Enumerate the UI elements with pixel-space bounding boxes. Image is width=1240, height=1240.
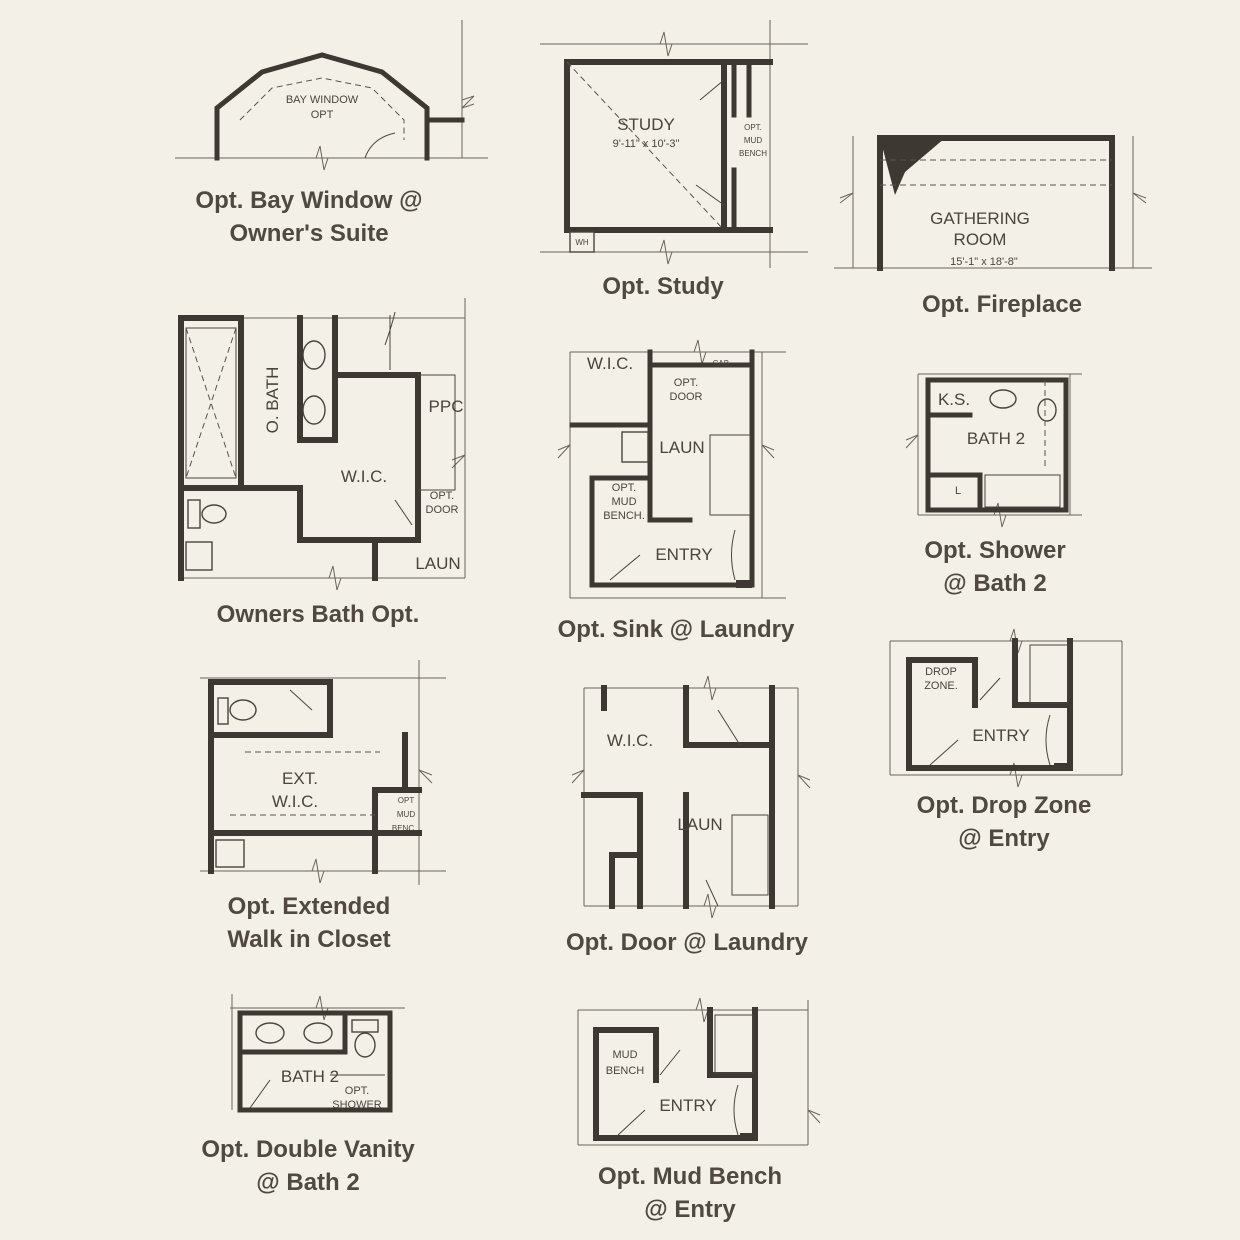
sink-entry-label: ENTRY	[655, 545, 712, 564]
mud-label: MUD	[612, 1049, 637, 1061]
sink-opt-label: OPT.	[674, 377, 698, 389]
owners-opt-label: OPT.	[430, 490, 454, 502]
caption-fireplace: Opt. Fireplace	[922, 288, 1082, 321]
caption-line: Walk in Closet	[227, 926, 391, 953]
caption-line: Opt. Study	[602, 273, 724, 300]
gathering-size: 15'-1" x 18'-8"	[950, 256, 1018, 268]
caption-line: Opt. Bay Window @	[195, 187, 423, 214]
caption-line: Opt. Mud Bench	[598, 1163, 782, 1190]
ext-opt-label: OPT	[398, 796, 415, 805]
caption-bay-window: Opt. Bay Window @ Owner's Suite	[195, 184, 422, 250]
sink-laun-label: LAUN	[659, 438, 704, 457]
caption-ext-closet: Opt. Extended Walk in Closet	[227, 890, 390, 956]
fireplace-plan: GATHERING ROOM 15'-1" x 18'-8"	[834, 135, 1152, 271]
gathering-label: GATHERING	[930, 209, 1030, 228]
owners-laun-label: LAUN	[415, 554, 460, 573]
ext-wic-label: W.I.C.	[272, 792, 318, 811]
sink-cab-label: CAB.	[713, 359, 732, 368]
study-bench-label: BENCH	[739, 149, 767, 158]
vanity-opt-label: OPT.	[345, 1085, 369, 1097]
drop-zone-label: ZONE.	[924, 680, 958, 692]
caption-line: @ Bath 2	[256, 1169, 360, 1196]
caption-sink-laundry: Opt. Sink @ Laundry	[558, 613, 795, 646]
caption-line: Opt. Sink @ Laundry	[557, 616, 795, 643]
caption-line: @ Bath 2	[943, 570, 1047, 597]
study-plan: STUDY 9'-11" x 10'-3" OPT. MUD BENCH WH	[540, 20, 808, 268]
caption-line: Opt. Fireplace	[921, 291, 1083, 318]
study-opt-label: OPT.	[744, 123, 762, 132]
study-label: STUDY	[617, 115, 675, 134]
caption-line: Opt. Door @ Laundry	[565, 929, 809, 956]
vanity-bath2-label: BATH 2	[281, 1067, 339, 1086]
ext-label: EXT.	[282, 769, 318, 788]
study-mud-label: MUD	[744, 136, 762, 145]
bay-window-opt-label: OPT	[311, 109, 334, 121]
shower-l-label: L	[955, 485, 961, 497]
caption-double-vanity: Opt. Double Vanity @ Bath 2	[201, 1133, 414, 1199]
drop-entry-label: ENTRY	[972, 726, 1029, 745]
study-wh-label: WH	[575, 238, 589, 247]
door-laun-label: LAUN	[677, 815, 722, 834]
mud-bench-label: BENCH	[606, 1065, 645, 1077]
mud-entry-label: ENTRY	[659, 1096, 716, 1115]
ext-mud-label: MUD	[397, 810, 415, 819]
sink-mud-opt-label: OPT.	[612, 482, 636, 494]
door-wic-label: W.I.C.	[607, 731, 653, 750]
caption-line: Opt. Shower	[924, 537, 1066, 564]
caption-line: Opt. Double Vanity	[201, 1136, 415, 1163]
ext-closet-plan: EXT. W.I.C. OPT MUD BENC	[200, 660, 446, 885]
owners-ppc-label: PPC	[429, 397, 464, 416]
drop-zone-plan: DROP ZONE. ENTRY	[889, 628, 1123, 788]
shower-bath2-label: BATH 2	[967, 429, 1025, 448]
caption-shower-bath2: Opt. Shower @ Bath 2	[924, 534, 1065, 600]
gathering-room-label: ROOM	[954, 230, 1007, 249]
sink-wic-label: W.I.C.	[587, 354, 633, 373]
double-vanity-plan: BATH 2 OPT. SHOWER	[230, 994, 405, 1113]
caption-line: Opt. Extended	[227, 893, 391, 920]
vanity-shower-label: SHOWER	[332, 1099, 382, 1111]
drop-label: DROP	[925, 666, 957, 678]
sink-door-label: DOOR	[670, 391, 703, 403]
bay-window-plan: BAY WINDOW OPT	[175, 20, 488, 171]
sink-mud-label: MUD	[611, 496, 636, 508]
caption-line: Owner's Suite	[229, 220, 389, 247]
caption-line: @ Entry	[958, 825, 1050, 852]
owners-bath-plan: O. BATH W.I.C. PPC OPT. DOOR LAUN	[178, 298, 466, 591]
caption-mud-bench: Opt. Mud Bench @ Entry	[598, 1160, 782, 1226]
caption-owners-bath: Owners Bath Opt.	[217, 598, 420, 631]
caption-line: Opt. Drop Zone	[916, 792, 1092, 819]
mud-bench-plan: MUD BENCH ENTRY	[577, 997, 821, 1146]
sink-bench-label: BENCH.	[603, 510, 645, 522]
shower-bath2-plan: K.S. BATH 2 L	[905, 373, 1082, 528]
owners-bath-label: O. BATH	[263, 367, 282, 434]
owners-wic-label: W.I.C.	[341, 467, 387, 486]
caption-line: Owners Bath Opt.	[216, 601, 420, 628]
caption-drop-zone: Opt. Drop Zone @ Entry	[917, 789, 1092, 855]
caption-study: Opt. Study	[602, 270, 723, 303]
study-size: 9'-11" x 10'-3"	[613, 138, 680, 150]
caption-line: @ Entry	[644, 1196, 736, 1223]
sink-laundry-plan: W.I.C. CAB. OPT. DOOR LAUN OPT. MUD BENC…	[557, 339, 786, 599]
bay-window-label: BAY WINDOW	[286, 94, 359, 106]
owners-door-label: DOOR	[426, 504, 459, 516]
shower-ks-label: K.S.	[938, 390, 970, 409]
caption-door-laundry: Opt. Door @ Laundry	[566, 926, 808, 959]
ext-bench-label: BENC	[392, 824, 414, 833]
door-laundry-plan: W.I.C. LAUN	[571, 675, 811, 919]
